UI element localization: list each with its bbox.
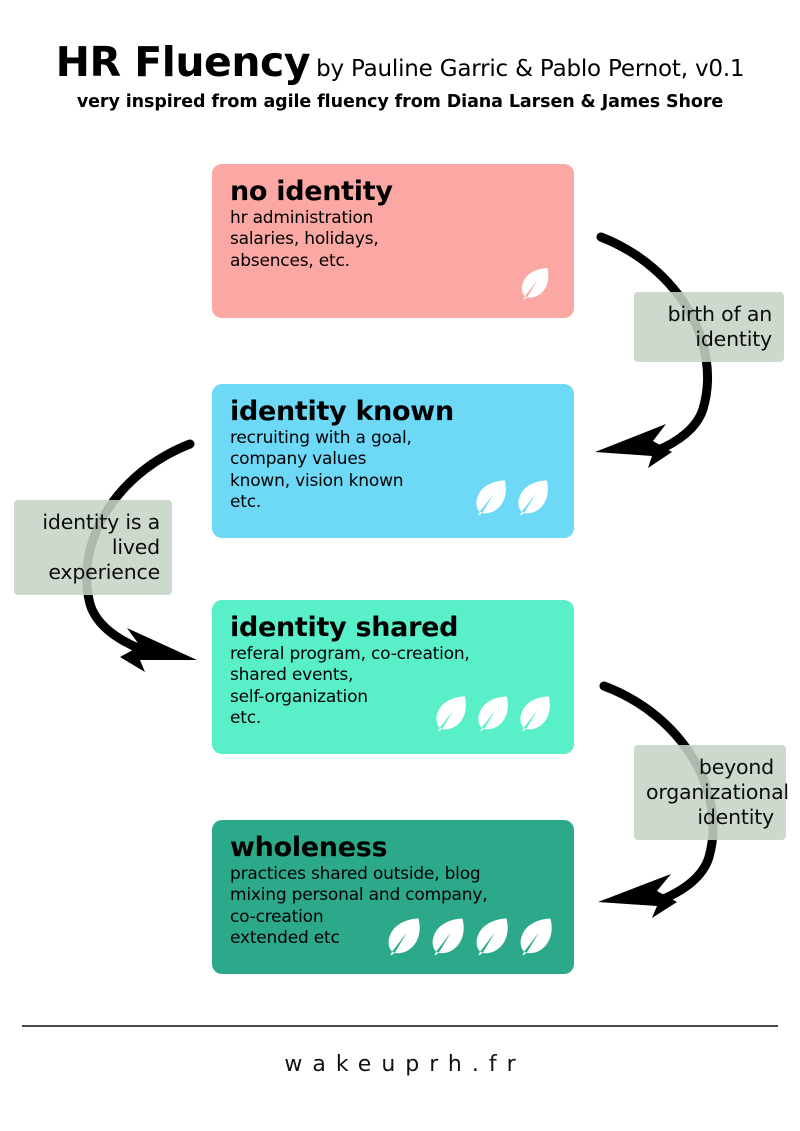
transition-label-beyond-organizational-identity: beyond organizational identity — [634, 745, 789, 840]
leaf-icon — [478, 696, 508, 732]
stage-description: recruiting with a goal, company values k… — [230, 428, 412, 512]
leaf-icon — [436, 696, 466, 732]
page-title: HR Fluency — [55, 38, 311, 86]
leaf-icon — [518, 480, 548, 516]
page-subtitle: very inspired from agile fluency from Di… — [76, 92, 724, 112]
stage-description: referal program, co-creation, shared eve… — [230, 644, 470, 728]
leaf-icon — [476, 480, 506, 516]
stage-description: practices shared outside, blog mixing pe… — [230, 864, 488, 948]
leaf-rating — [518, 266, 552, 300]
leaf-rating — [384, 916, 556, 956]
stage-description: hr administration salaries, holidays, ab… — [230, 208, 379, 271]
leaf-icon — [388, 918, 420, 956]
leaf-rating — [472, 478, 552, 516]
stage-card-identity-shared[interactable]: identity shared referal program, co-crea… — [212, 600, 574, 754]
stage-title: wholeness — [230, 832, 388, 863]
stage-card-no-identity[interactable]: no identity hr administration salaries, … — [212, 164, 574, 318]
footer-site-url: wakeuprh.fr — [284, 1052, 526, 1077]
leaf-icon — [520, 918, 552, 956]
stage-card-wholeness[interactable]: wholeness practices shared outside, blog… — [212, 820, 574, 974]
footer-divider — [22, 1025, 778, 1027]
leaf-icon — [476, 918, 508, 956]
page-authors: by Pauline Garric & Pablo Pernot, v0.1 — [316, 56, 745, 82]
leaf-icon — [432, 918, 464, 956]
transition-label-birth-of-an-identity: birth of an identity — [634, 292, 784, 362]
leaf-icon — [520, 696, 550, 732]
stage-title: identity shared — [230, 612, 459, 643]
stage-card-identity-known[interactable]: identity known recruiting with a goal, c… — [212, 384, 574, 538]
leaf-icon — [521, 268, 549, 300]
stage-title: identity known — [230, 396, 454, 427]
leaf-rating — [432, 694, 554, 732]
stage-title: no identity — [230, 176, 393, 207]
transition-label-identity-is-a-lived-experience: identity is a lived experience — [14, 500, 172, 595]
